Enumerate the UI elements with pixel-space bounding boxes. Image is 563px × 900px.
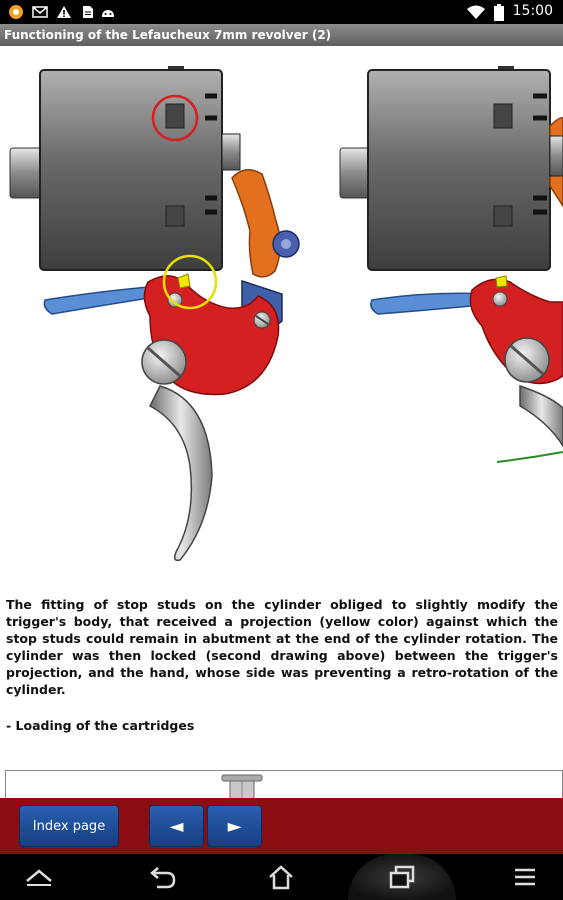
android-icon [100, 4, 116, 20]
next-figure-frame [5, 770, 563, 798]
home-icon[interactable] [261, 862, 301, 892]
back-icon[interactable] [142, 862, 182, 892]
cylinder-second [367, 69, 551, 271]
status-bar: 15:00 [0, 0, 563, 24]
mail-icon [32, 4, 48, 20]
stop-stud-upper [165, 103, 185, 129]
system-navigation-bar [0, 854, 563, 900]
menu-icon[interactable] [505, 862, 545, 892]
green-arc [496, 451, 563, 463]
battery-icon [493, 3, 505, 21]
arrow-right-icon: ► [227, 815, 242, 837]
highlight-circle-yellow [162, 254, 218, 310]
cylinder [39, 69, 223, 271]
wifi-icon [466, 4, 486, 20]
content-area[interactable]: The fitting of stop studs on the cylinde… [0, 46, 563, 798]
trigger-blade [149, 385, 213, 562]
warning-icon [56, 4, 72, 20]
next-page-button[interactable]: ► [207, 805, 262, 847]
index-page-button[interactable]: Index page [19, 805, 119, 847]
clock: 15:00 [512, 3, 553, 19]
hand [231, 169, 281, 278]
revolver-mechanism-drawing [9, 66, 563, 562]
description-paragraph: The fitting of stop studs on the cylinde… [6, 597, 558, 697]
nav-bar: Index page ◄ ► [0, 798, 563, 854]
arrow-left-icon: ◄ [169, 815, 184, 837]
app-notification-icon [8, 4, 24, 20]
file-icon [80, 4, 96, 20]
spring [43, 285, 163, 315]
trigger-projection [177, 273, 191, 289]
stop-stud-lower [165, 205, 185, 227]
highlight-circle-red [151, 94, 199, 142]
cylinder-axle [9, 147, 43, 199]
recent-apps-icon[interactable] [348, 854, 456, 900]
previous-page-button[interactable]: ◄ [149, 805, 204, 847]
chevron-up-icon[interactable] [19, 862, 59, 892]
page-title: Functioning of the Lefaucheux 7mm revolv… [0, 24, 563, 46]
section-heading: - Loading of the cartridges [6, 718, 195, 733]
